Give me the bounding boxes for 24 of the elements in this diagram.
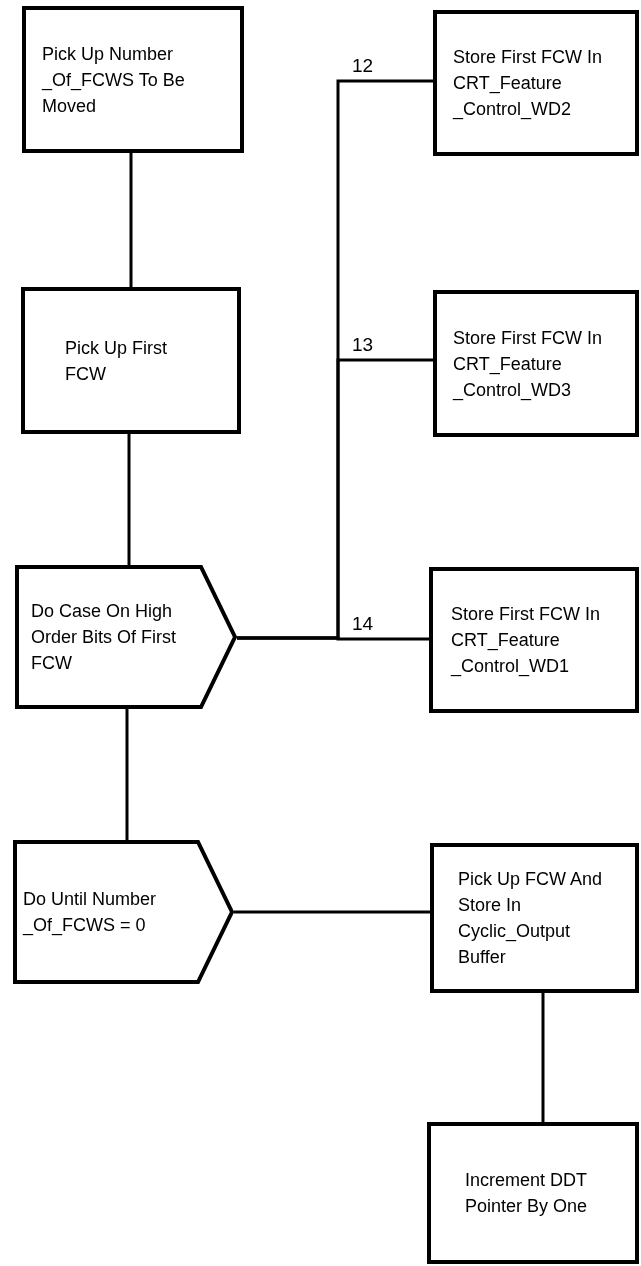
process-box <box>22 6 244 153</box>
process-text: Increment DDT Pointer By One <box>465 1169 589 1218</box>
process-box <box>427 1122 639 1264</box>
connector-line <box>234 910 430 914</box>
process-text: Store First FCW In CRT_Feature _Control_WD1 <box>451 603 601 679</box>
case-pentagon <box>15 565 237 709</box>
process-box <box>21 287 241 434</box>
process-text: Store First FCW In CRT_Feature _Control_WD2 <box>453 46 603 122</box>
process-text: Do Until Number _Of_FCWS = 0 <box>23 888 158 938</box>
process-box <box>433 290 639 437</box>
process-text: Pick Up Number _Of_FCWS To Be Moved <box>42 42 186 118</box>
process-box <box>429 567 639 713</box>
process-text: Do Case On High Order Bits Of First FCW <box>31 600 177 675</box>
connector-line <box>125 709 129 840</box>
connector-line <box>541 993 545 1122</box>
connector-line <box>237 636 429 641</box>
process-box <box>430 843 639 993</box>
process-box <box>433 10 639 156</box>
connector-line <box>129 153 133 287</box>
connector-line <box>127 434 131 565</box>
process-text: Pick Up First FCW <box>65 336 168 386</box>
case-pentagon <box>13 840 234 984</box>
process-text: Pick Up FCW And Store In Cyclic_Output Buffer <box>458 868 604 969</box>
process-text: Store First FCW In CRT_Feature _Control_WD3 <box>453 326 603 403</box>
